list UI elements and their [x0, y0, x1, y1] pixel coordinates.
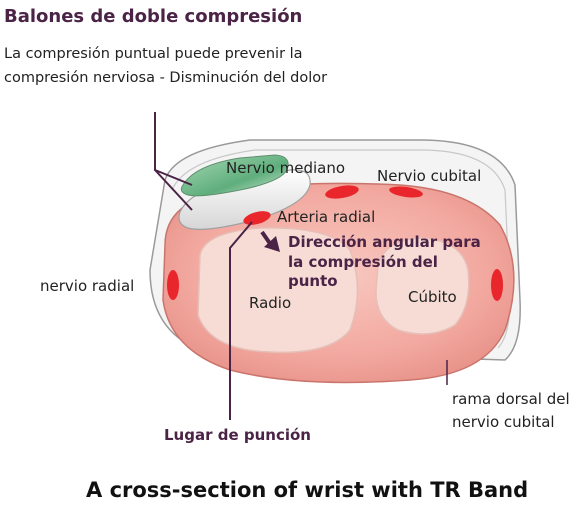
nervio-radial-marker: [167, 270, 179, 300]
label-radio: Radio: [249, 294, 292, 312]
label-direccion-angular: Dirección angular para la compresión del…: [288, 233, 481, 290]
arteria-radial-marker: [243, 211, 271, 225]
label-nervio-radial: nervio radial: [40, 277, 135, 295]
subtitle: La compresión puntual puede prevenir la …: [4, 46, 328, 86]
label-nervio-cubital: Nervio cubital: [377, 167, 482, 185]
label-rama-dorsal: rama dorsal del nervio cubital: [452, 390, 570, 431]
direction-arrow-icon: [260, 230, 280, 252]
label-nervio-mediano: Nervio mediano: [226, 159, 346, 177]
green-balloon: [180, 154, 289, 197]
nervio-mediano-marker: [325, 185, 359, 199]
label-lugar-puncion: Lugar de punción: [164, 426, 311, 444]
label-arteria-radial: Arteria radial: [277, 208, 376, 226]
nervio-cubital-marker: [389, 186, 423, 198]
label-cubito: Cúbito: [408, 288, 457, 306]
puncture-pointer-line: [229, 221, 253, 420]
page-title: Balones de doble compresión: [4, 6, 303, 27]
ulna-bone: [375, 237, 470, 335]
figure-caption: A cross-section of wrist with TR Band: [86, 478, 529, 502]
radius-bone: [197, 227, 359, 354]
rama-dorsal-marker: [491, 269, 503, 301]
